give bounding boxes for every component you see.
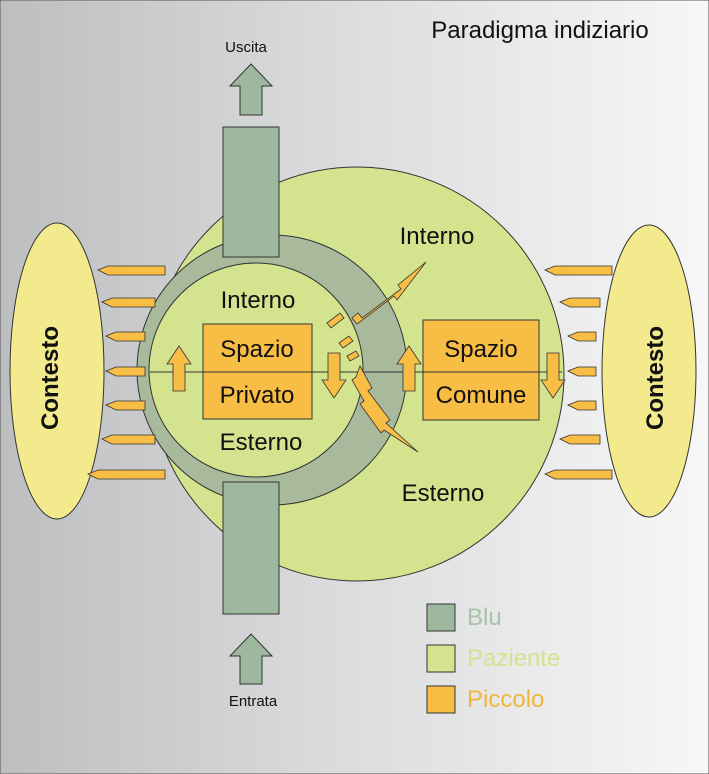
private-space-line2: Privato [220,382,295,409]
right-arrow-5 [567,400,597,411]
common-space-line1: Spazio [444,336,517,363]
left-arrow-7 [87,469,166,480]
left-arrow-2 [101,297,156,308]
legend-label-blu: Blu [467,604,502,631]
right-influence-arrows [544,265,613,480]
entry-label: Entrata [229,693,278,710]
right-arrow-6 [559,434,601,445]
common-space-box [422,319,540,421]
context-right-ellipse [601,224,697,518]
legend: Blu Paziente Piccolo [426,603,560,714]
legend-swatch-blu [426,603,456,632]
left-arrow-5 [105,400,146,411]
common-up-arrow-icon [396,345,422,392]
left-arrow-3 [105,331,146,342]
context-left-ellipse [9,222,105,520]
top-channel-bar [222,126,280,258]
arrow-dash-2 [338,335,354,349]
right-arrow-2 [559,297,601,308]
context-left-label: Contesto [37,326,64,430]
legend-swatch-piccolo [426,685,456,714]
private-up-arrow-icon [166,345,192,392]
arrow-dash-1 [326,312,345,329]
left-arrow-6 [101,434,156,445]
outer-bottom-label: Esterno [402,480,485,507]
arrow-down-right-icon [351,365,419,453]
legend-swatch-paziente [426,644,456,673]
inner-bottom-label: Esterno [220,429,303,456]
right-arrow-3 [567,331,597,342]
arrow-up-right-icon [351,261,427,325]
right-arrow-1 [544,265,613,276]
left-arrow-4 [105,366,146,377]
cross-arrows [326,261,427,453]
outer-top-label: Interno [400,223,475,250]
private-space-line1: Spazio [220,336,293,363]
bottom-channel-bar [222,481,280,615]
context-right-label: Contesto [642,326,669,430]
private-down-arrow-icon [321,352,347,399]
entry-arrow-icon [228,633,274,685]
exit-arrow-icon [228,63,274,116]
right-arrow-4 [567,366,597,377]
legend-label-piccolo: Piccolo [467,686,544,713]
left-arrow-1 [97,265,166,276]
common-down-arrow-icon [540,352,566,399]
left-influence-arrows [87,265,166,480]
right-arrow-7 [544,469,613,480]
legend-label-paziente: Paziente [467,645,560,672]
inner-top-label: Interno [221,287,296,314]
diagram-title: Paradigma indiziario [431,17,648,44]
arrow-dash-3 [346,350,360,362]
common-space-line2: Comune [436,382,527,409]
exit-label: Uscita [225,39,267,56]
